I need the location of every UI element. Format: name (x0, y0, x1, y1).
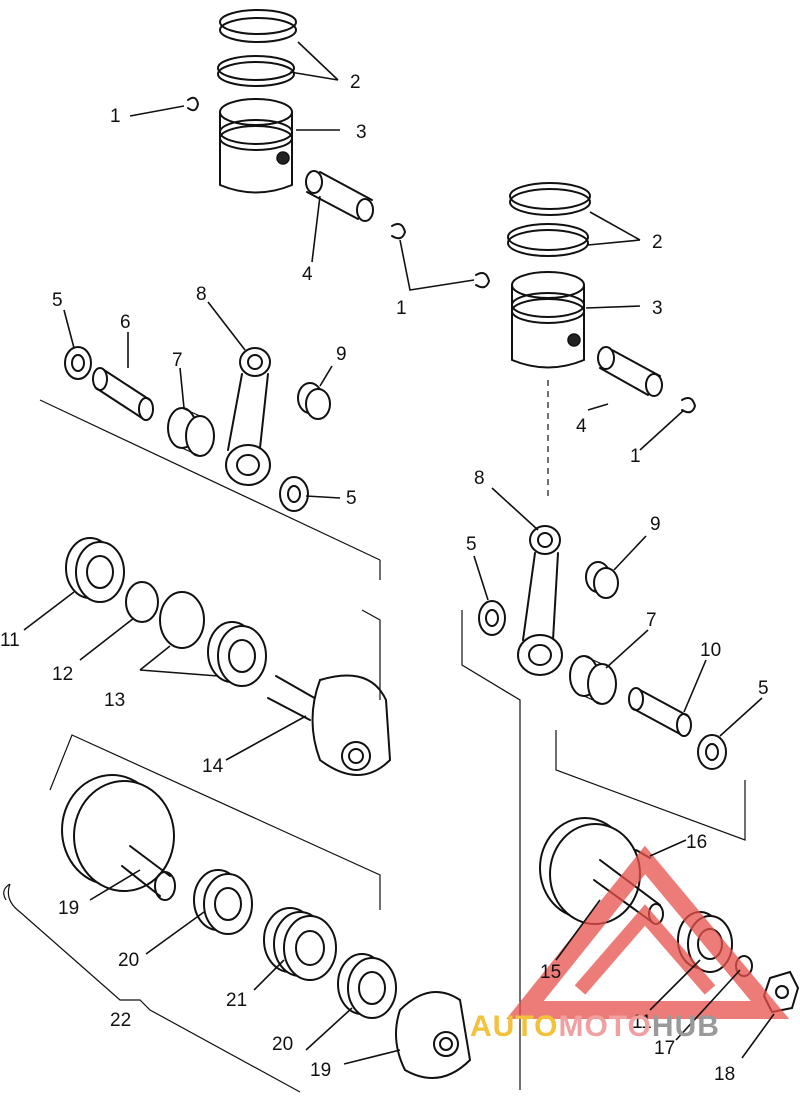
crank-wheel-19b (395, 991, 472, 1079)
callout-5-left-a: 5 (52, 290, 63, 311)
piston-rings-upper-left (217, 9, 297, 87)
thrust-washer-right-b (697, 734, 727, 770)
callout-12: 12 (52, 664, 73, 685)
small-bearing-left (297, 382, 331, 420)
bearing-13 (207, 621, 267, 687)
bracket-right-rod (461, 610, 521, 1090)
needle-bearing-right-big (569, 655, 617, 705)
piston-upper-left (219, 98, 293, 194)
callout-6: 6 (120, 312, 131, 333)
callout-1-upper-mid: 1 (396, 298, 407, 319)
crank-wheel-19a (61, 774, 176, 901)
circlip-upper-left (187, 96, 199, 112)
callout-11-left: 11 (0, 630, 20, 651)
callout-19-upper: 19 (58, 898, 79, 919)
thrust-washer-left-a (64, 346, 92, 380)
callout-2-upper-left: 2 (350, 72, 361, 93)
callout-11-right: 11 (632, 1012, 652, 1033)
callout-18: 18 (714, 1064, 735, 1085)
bracket-mid-left (361, 609, 381, 700)
callout-2-upper-right: 2 (652, 232, 663, 253)
main-bearing-20b (337, 953, 397, 1019)
bracket-right-pin (555, 730, 746, 841)
callout-4-upper-left: 4 (302, 264, 313, 285)
crankshaft-half-14 (267, 674, 392, 776)
connecting-rod-right (517, 525, 563, 676)
piston-pin-right (597, 346, 663, 397)
callout-10: 10 (700, 640, 721, 661)
callout-9-right: 9 (650, 514, 661, 535)
leader-lines (23, 41, 775, 1065)
callout-5-right-b: 5 (758, 678, 769, 699)
bracket-left-rod (39, 399, 381, 580)
thrust-washer-left-b (279, 476, 309, 512)
crankpin-right (628, 687, 692, 737)
snap-ring-12 (125, 581, 159, 623)
circlip-right-lower (681, 397, 696, 414)
piston-rings-upper-right (507, 182, 591, 257)
callout-3-upper-left: 3 (356, 122, 367, 143)
brace-22 (3, 883, 301, 1093)
callout-14: 14 (202, 756, 224, 777)
callout-9-left: 9 (336, 344, 347, 365)
callout-7-right: 7 (646, 610, 657, 631)
callout-21: 21 (226, 990, 247, 1011)
callout-labels: 2 1 3 4 2 1 3 5 6 8 9 7 4 1 5 8 9 5 11 1… (0, 72, 769, 1085)
watermark-logo (506, 845, 790, 1019)
callout-5-left-b: 5 (346, 488, 357, 509)
callout-1-right: 1 (630, 446, 641, 467)
callout-20-lower: 20 (272, 1034, 293, 1055)
callout-4-right: 4 (576, 416, 587, 437)
watermark-triangle (506, 845, 790, 1019)
needle-bearing-left-big (167, 407, 215, 457)
callout-20-upper: 20 (118, 950, 139, 971)
thrust-washer-right-a (478, 600, 506, 636)
piston-pin-upper-left (305, 170, 374, 222)
callout-8-right: 8 (474, 468, 485, 489)
callout-22: 22 (110, 1010, 131, 1031)
crankpin-left (92, 367, 154, 421)
snap-ring-13 (159, 591, 205, 649)
callout-7-left: 7 (172, 350, 183, 371)
callout-5-right-a: 5 (466, 534, 477, 555)
main-bearing-20a (193, 869, 253, 935)
callout-16: 16 (686, 832, 707, 853)
piston-upper-right (511, 271, 585, 369)
callout-3-upper-right: 3 (652, 298, 663, 319)
callout-8-left: 8 (196, 284, 207, 305)
circlip-right-upper (475, 272, 490, 289)
callout-1-upper-left: 1 (110, 106, 121, 127)
callout-13: 13 (104, 690, 125, 711)
callout-17: 17 (654, 1038, 675, 1059)
labyrinth-seal-21 (263, 907, 337, 981)
callout-15: 15 (540, 962, 561, 983)
main-bearing-left (65, 537, 125, 603)
callout-19-lower: 19 (310, 1060, 331, 1081)
circlip-upper-mid (391, 223, 406, 240)
connecting-rod-left (225, 347, 271, 486)
small-bearing-right (585, 561, 619, 599)
bracket-lower-left (49, 734, 381, 910)
